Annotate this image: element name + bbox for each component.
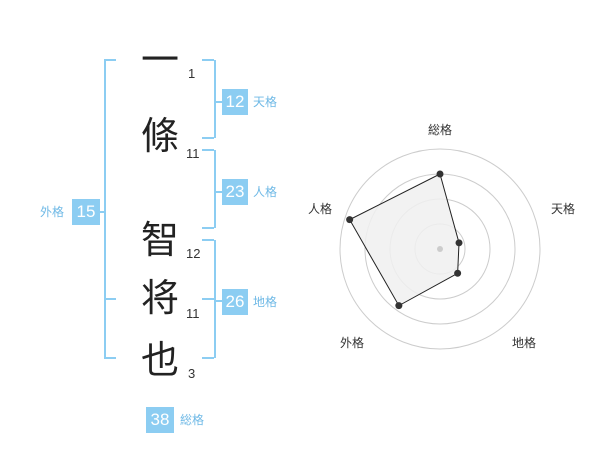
- jinkaku-value: 23: [222, 179, 248, 205]
- radar-ring: [339, 148, 541, 350]
- chikaku-value: 26: [222, 289, 248, 315]
- jinkaku-label: 人格: [253, 185, 278, 199]
- radar-point: [395, 302, 403, 310]
- radar-area: [348, 173, 460, 307]
- radar-point: [455, 239, 463, 247]
- gaikaku-label: 外格: [40, 205, 65, 219]
- name-char-4: 将: [140, 276, 179, 320]
- stroke-count-2: 11: [186, 146, 200, 161]
- stroke-count-4: 11: [186, 306, 200, 321]
- name-char-5: 也: [140, 338, 179, 382]
- name-char-3: 智: [140, 218, 179, 262]
- chikaku-label: 地格: [253, 295, 278, 309]
- radar-center: [437, 246, 443, 252]
- gaikaku-value: 15: [72, 199, 100, 225]
- tenkaku-value: 12: [222, 89, 248, 115]
- radar-point: [346, 216, 354, 224]
- name-char-2: 條: [140, 114, 179, 158]
- radar-axis-label: 総格: [428, 122, 452, 137]
- radar-point: [436, 170, 444, 178]
- stroke-count-5: 3: [188, 366, 196, 381]
- radar-axis-label: 地格: [512, 335, 536, 350]
- radar-axis-label: 人格: [308, 201, 332, 216]
- tenkaku-label: 天格: [253, 95, 278, 109]
- radar-axis-label: 外格: [340, 335, 364, 350]
- stroke-count-3: 12: [186, 246, 201, 261]
- name-char-1: 一: [140, 38, 179, 82]
- soukaku-value: 38: [146, 407, 174, 433]
- stroke-count-1: 1: [188, 66, 196, 81]
- soukaku-label: 総格: [180, 413, 205, 427]
- radar-point: [454, 269, 462, 277]
- radar-axis-label: 天格: [551, 201, 575, 216]
